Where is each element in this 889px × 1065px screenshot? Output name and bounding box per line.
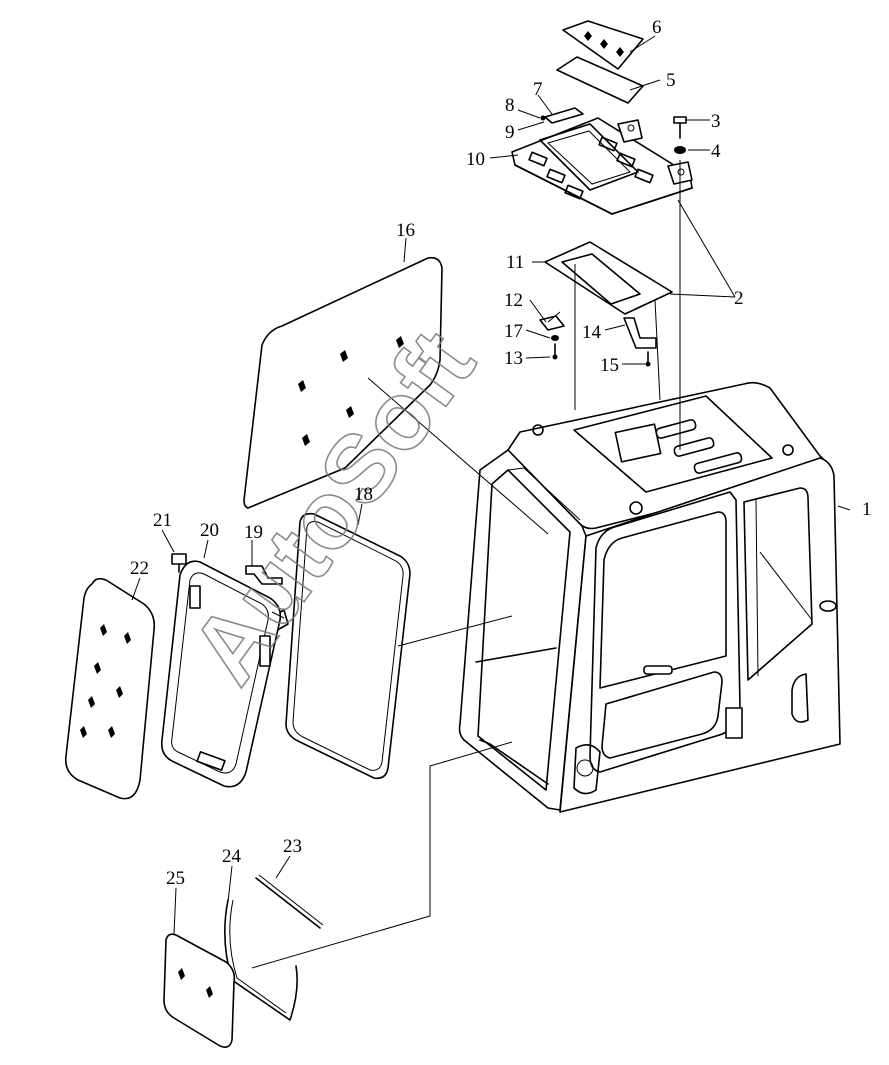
part-18-window-seal: [285, 512, 411, 780]
leader-lines: [131, 35, 851, 969]
part-5-roof-glass: [556, 56, 644, 104]
callout-10: 10: [466, 149, 485, 170]
part-7-8-9-fittings: [540, 107, 584, 124]
callout-4: 4: [711, 141, 721, 162]
part-11-gasket: [544, 241, 673, 315]
part-16-side-glass: [243, 256, 443, 509]
part-3-bolt: [673, 116, 687, 139]
part-24-seal: [224, 899, 298, 1021]
callout-12: 12: [504, 290, 523, 311]
callout-11: 11: [506, 252, 524, 273]
part-21-clip: [171, 553, 187, 573]
callout-23: 23: [283, 836, 302, 857]
callout-24: 24: [222, 846, 242, 867]
callout-16: 16: [396, 220, 415, 241]
part-25-small-glass: [163, 933, 236, 1048]
part-13-screw: [552, 343, 558, 360]
callout-8: 8: [505, 95, 515, 116]
callout-14: 14: [582, 322, 602, 343]
callout-13: 13: [504, 348, 523, 369]
callout-labels: 1 2 3 4 5 6 7 8 9 10 11 12 13 14 15 16 1…: [130, 17, 872, 889]
callout-1: 1: [862, 499, 872, 520]
callout-7: 7: [533, 79, 543, 100]
part-15-screw: [645, 351, 651, 367]
callout-17: 17: [504, 321, 523, 342]
callout-21: 21: [153, 510, 172, 531]
part-1-cab-body: [458, 381, 841, 813]
callout-6: 6: [652, 17, 662, 38]
callout-22: 22: [130, 558, 149, 579]
callout-15: 15: [600, 355, 619, 376]
part-6-cover-sheet: [562, 20, 644, 70]
callout-20: 20: [200, 520, 219, 541]
part-17-washer: [551, 335, 559, 341]
callout-18: 18: [354, 484, 373, 505]
part-20-sliding-frame: [160, 560, 282, 788]
callout-19: 19: [244, 522, 263, 543]
callout-5: 5: [666, 70, 676, 91]
callout-9: 9: [505, 122, 515, 143]
callout-2: 2: [734, 288, 744, 309]
part-12-bracket: [539, 315, 565, 331]
callout-3: 3: [711, 111, 721, 132]
part-22-sliding-glass: [64, 577, 156, 800]
part-4-washer: [674, 146, 686, 154]
callout-25: 25: [166, 868, 185, 889]
part-14-handle: [623, 317, 657, 349]
part-10-roof-frame: [511, 117, 693, 215]
part-23-seal-strip: [255, 874, 324, 929]
